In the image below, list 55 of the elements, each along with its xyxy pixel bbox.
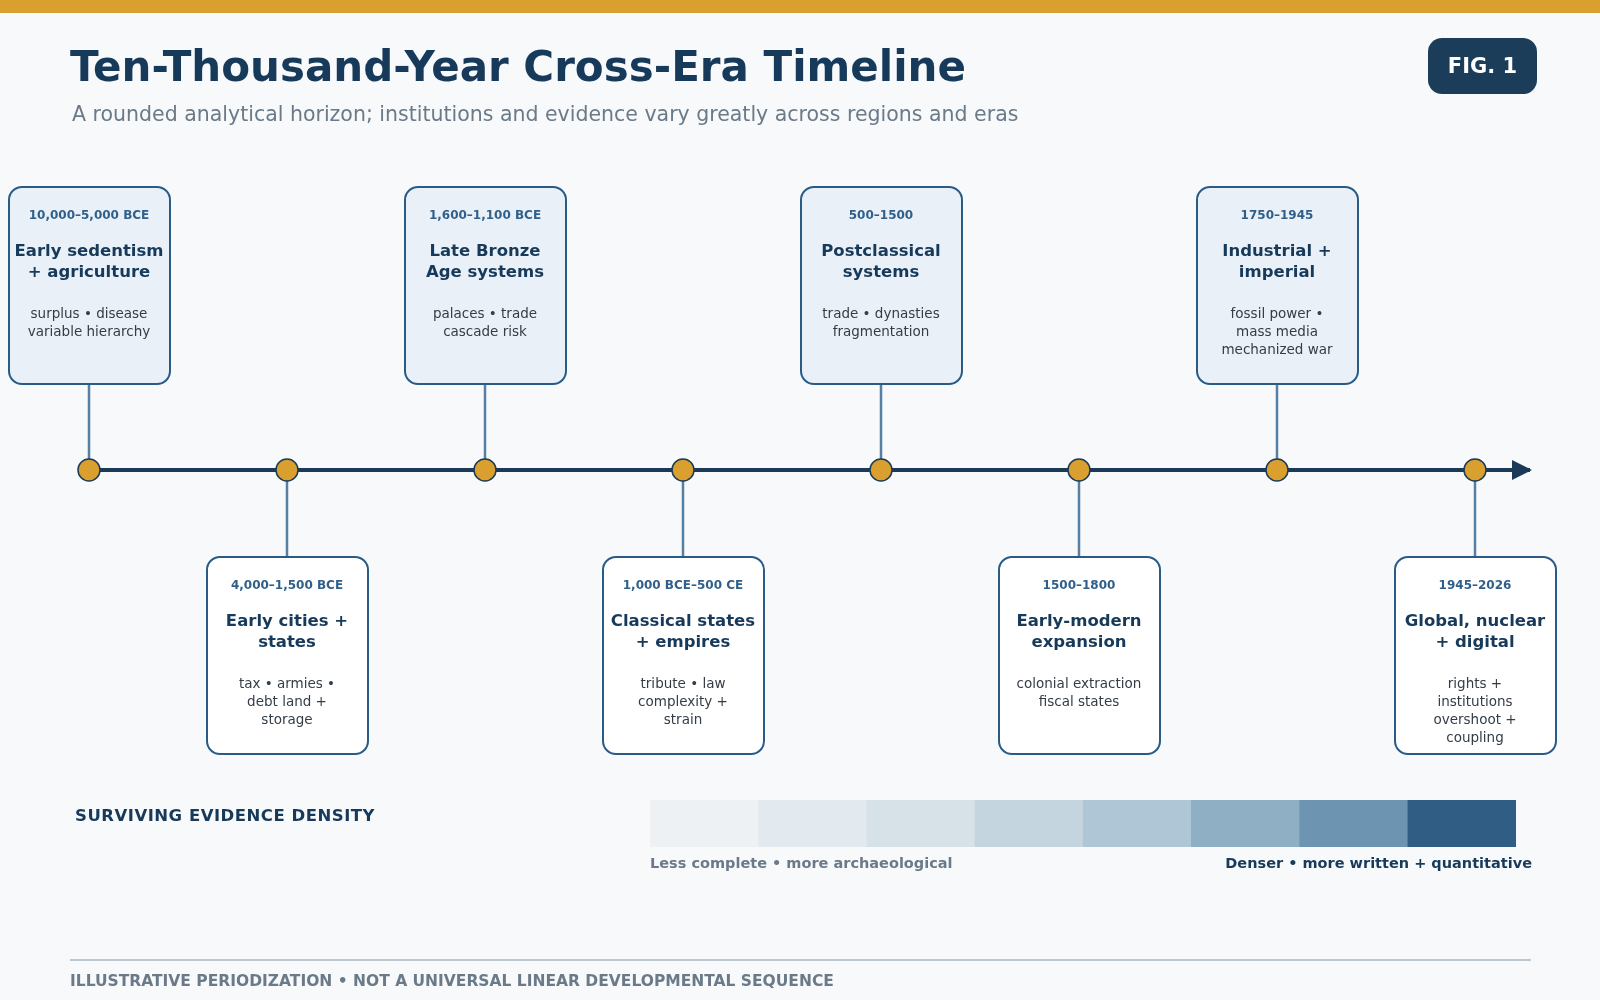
period-description: trade • dynasties fragmentation bbox=[821, 304, 941, 340]
scale-label: Denser • more written + quantitative bbox=[1225, 855, 1532, 871]
timeline-dot bbox=[1067, 458, 1091, 482]
connector-line bbox=[1077, 481, 1081, 556]
connector-line bbox=[879, 385, 883, 459]
timeline-dot bbox=[275, 458, 299, 482]
timeline-dot bbox=[1463, 458, 1487, 482]
period-card bbox=[1195, 186, 1359, 385]
timeline-dot bbox=[1265, 458, 1289, 482]
period-title: Postclassical systems bbox=[820, 240, 942, 282]
period-title: Early-modern expansion bbox=[1015, 610, 1143, 652]
subtitle: A rounded analytical horizon; institutions and evidence vary greatly across regions and eras bbox=[72, 102, 1019, 126]
date-range: 500–1500 bbox=[848, 208, 914, 222]
period-card bbox=[7, 186, 171, 385]
period-description: rights + institutions overshoot + coupling bbox=[1432, 674, 1518, 746]
date-range: 10,000–5,000 BCE bbox=[28, 208, 150, 222]
footer-note: ILLUSTRATIVE PERIODIZATION • NOT A UNIVERSAL LINEAR DEVELOPMENTAL SEQUENCE bbox=[70, 972, 834, 990]
date-range: 1,000 BCE–500 CE bbox=[622, 578, 744, 592]
period-card bbox=[997, 556, 1161, 755]
period-title: Global, nuclear + digital bbox=[1403, 610, 1547, 652]
timeline-dot bbox=[869, 458, 893, 482]
date-range: 1945–2026 bbox=[1438, 578, 1512, 592]
period-title: Early sedentism + agriculture bbox=[13, 240, 165, 282]
date-range: 1,600–1,100 BCE bbox=[428, 208, 542, 222]
connector-line bbox=[1473, 481, 1477, 556]
connector-line bbox=[1275, 385, 1279, 459]
date-range: 1750–1945 bbox=[1240, 208, 1314, 222]
period-title: Industrial + imperial bbox=[1221, 240, 1333, 282]
period-title: Early cities + states bbox=[224, 610, 350, 652]
page-title: Ten-Thousand-Year Cross-Era Timeline bbox=[70, 42, 966, 91]
period-description: tax • armies • debt land + storage bbox=[237, 674, 337, 728]
period-title: Classical states + empires bbox=[609, 610, 757, 652]
period-card bbox=[403, 186, 567, 385]
period-card bbox=[1393, 556, 1557, 755]
section-heading: SURVIVING EVIDENCE DENSITY bbox=[75, 806, 375, 825]
date-range: 1500–1800 bbox=[1042, 578, 1116, 592]
timeline-dot bbox=[671, 458, 695, 482]
period-description: fossil power • mass media mechanized war bbox=[1220, 304, 1334, 358]
timeline-dot bbox=[77, 458, 101, 482]
connector-line bbox=[483, 385, 487, 459]
period-title: Late Bronze Age systems bbox=[425, 240, 545, 282]
connector-line bbox=[681, 481, 685, 556]
scale-label: Less complete • more archaeological bbox=[650, 855, 953, 871]
period-card bbox=[205, 556, 369, 755]
period-description: colonial extraction fiscal states bbox=[1015, 674, 1143, 710]
period-description: palaces • trade cascade risk bbox=[431, 304, 539, 340]
period-description: tribute • law complexity + strain bbox=[637, 674, 729, 728]
timeline-dot bbox=[473, 458, 497, 482]
connector-line bbox=[285, 481, 289, 556]
fig-badge: FIG. 1 bbox=[1428, 38, 1537, 94]
period-card bbox=[799, 186, 963, 385]
period-card bbox=[601, 556, 765, 755]
date-range: 4,000–1,500 BCE bbox=[230, 578, 344, 592]
period-description: surplus • disease variable hierarchy bbox=[26, 304, 152, 340]
connector-line bbox=[87, 385, 91, 459]
